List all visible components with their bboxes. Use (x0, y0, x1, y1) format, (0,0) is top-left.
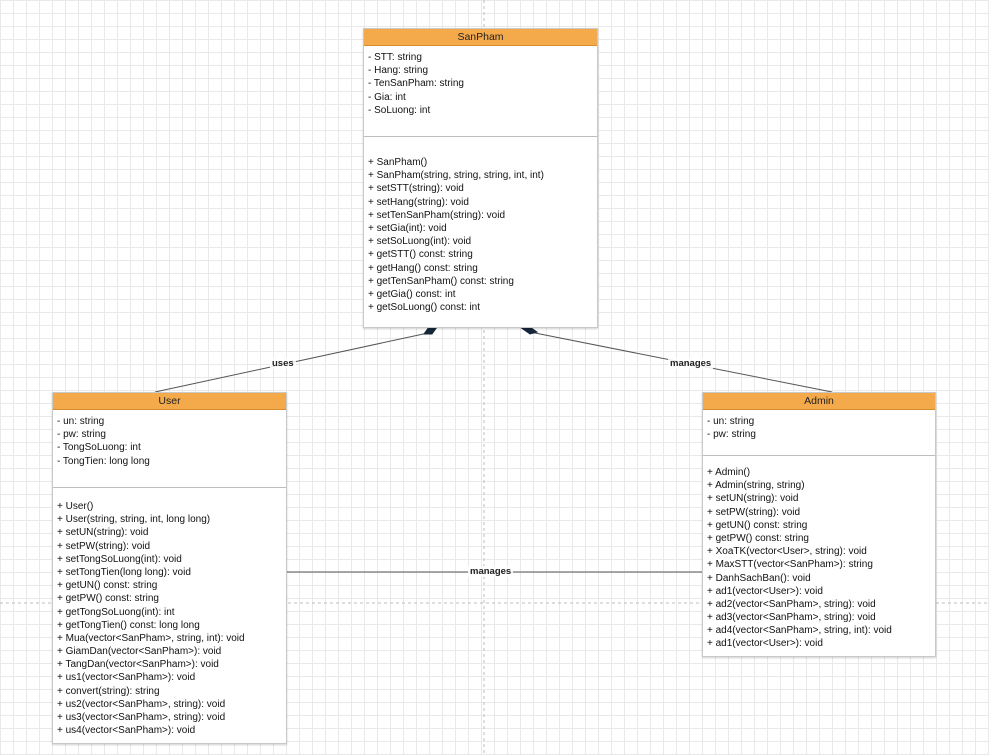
class-method: + SanPham() (368, 157, 428, 168)
section-divider (703, 455, 935, 456)
class-method: + getTongSoLuong(int): int (57, 606, 175, 618)
class-title: User (53, 393, 286, 410)
class-method: + getHang() const: string (368, 262, 478, 274)
class-attribute: - TenSanPham: string (368, 78, 464, 90)
class-method: + setHang(string): void (368, 196, 469, 208)
class-attribute: - SoLuong: int (368, 104, 431, 116)
methods-section: + Admin() + Admin(string, string)+ setUN(… (703, 456, 935, 655)
attributes-section: - STT: string - Hang: string- TenSanPham:… (364, 46, 597, 136)
section-divider (364, 136, 597, 137)
class-sanpham[interactable]: SanPham - STT: string - Hang: string- Ten… (363, 28, 598, 328)
class-method: + getUN() const: string (707, 519, 808, 531)
class-method: + setPW(string): void (707, 506, 801, 518)
class-method: + getSTT() const: string (368, 249, 473, 261)
class-method: + Mua(vector<SanPham>, string, int): voi… (57, 632, 245, 644)
class-method: + setTenSanPham(string): void (368, 209, 506, 221)
class-method: + setGia(int): void (368, 222, 447, 234)
uses-label: uses (270, 358, 296, 369)
class-method: + us4(vector<SanPham>): void (57, 725, 196, 737)
manages-label: manages (468, 566, 514, 577)
composition-diamond-icon (423, 326, 438, 335)
class-method: + setTongSoLuong(int): void (57, 553, 182, 565)
class-method: + ad3(vector<SanPham>, string): void (707, 612, 876, 624)
class-method: + getGia() const: int (368, 288, 456, 300)
class-method: + setPW(string): void (57, 540, 151, 552)
manages-label: manages (668, 358, 714, 369)
methods-section: + SanPham() + SanPham(string, string, str… (364, 137, 597, 318)
class-method: + us3(vector<SanPham>, string): void (57, 712, 226, 723)
class-user[interactable]: User - un: string - pw: string- TongSoLuo… (52, 392, 287, 744)
class-method: + XoaTK(vector<User>, string): void (707, 546, 867, 558)
class-method: + Admin(string, string) (707, 480, 805, 492)
attributes-section: - un: string - pw: string (703, 410, 935, 455)
class-method: + ad4(vector<SanPham>, string, int): voi… (707, 625, 892, 637)
class-method: + setSoLuong(int): void (368, 236, 472, 248)
class-method: + ad1(vector<User>): void (707, 585, 823, 597)
class-method: + getUN() const: string (57, 580, 158, 592)
class-method: + Admin() (707, 467, 751, 478)
class-method: + GiamDan(vector<SanPham>): void (57, 646, 222, 658)
class-method: + us2(vector<SanPham>, string): void (57, 698, 226, 710)
class-attribute: - TongTien: long long (57, 455, 150, 467)
class-attribute: - Gia: int (368, 91, 406, 103)
class-method: + SanPham(string, string, string, int, i… (368, 170, 544, 182)
class-title: SanPham (364, 29, 597, 46)
class-title: Admin (703, 393, 935, 410)
class-attribute: - Hang: string (368, 65, 429, 77)
class-attribute: - pw: string (57, 429, 106, 441)
class-method: + User() (57, 501, 94, 512)
class-method: + getPW() const: string (707, 532, 809, 544)
class-method: + setTongTien(long long): void (57, 566, 191, 578)
class-method: + MaxSTT(vector<SanPham>): string (707, 559, 873, 571)
class-method: + getPW() const: string (57, 593, 159, 605)
class-method: + ad1(vector<User>): void (707, 638, 823, 650)
class-method: + getTenSanPham() const: string (368, 275, 514, 287)
class-method: + setSTT(string): void (368, 183, 464, 195)
class-method: + ad2(vector<SanPham>, string): void (707, 598, 876, 610)
class-method: + convert(string): string (57, 685, 160, 697)
class-attribute: - un: string (707, 416, 755, 427)
methods-section: + User() + User(string, string, int, long… (53, 488, 286, 741)
class-method: + getSoLuong() const: int (368, 302, 481, 314)
attributes-section: - un: string - pw: string- TongSoLuong: i… (53, 410, 286, 487)
class-attribute: - TongSoLuong: int (57, 442, 141, 454)
class-method: + TangDan(vector<SanPham>): void (57, 659, 219, 671)
section-divider (53, 487, 286, 488)
class-method: + setUN(string): void (57, 527, 149, 539)
class-method: + setUN(string): void (707, 493, 799, 505)
class-method: + DanhSachBan(): void (707, 572, 811, 584)
class-attribute: - pw: string (707, 429, 756, 441)
class-admin[interactable]: Admin - un: string - pw: string + Admin()… (702, 392, 936, 657)
class-method: + getTongTien() const: long long (57, 619, 200, 631)
class-method: + us1(vector<SanPham>): void (57, 672, 196, 684)
class-attribute: - STT: string (368, 52, 422, 63)
class-method: + User(string, string, int, long long) (57, 514, 211, 526)
class-attribute: - un: string (57, 416, 105, 427)
